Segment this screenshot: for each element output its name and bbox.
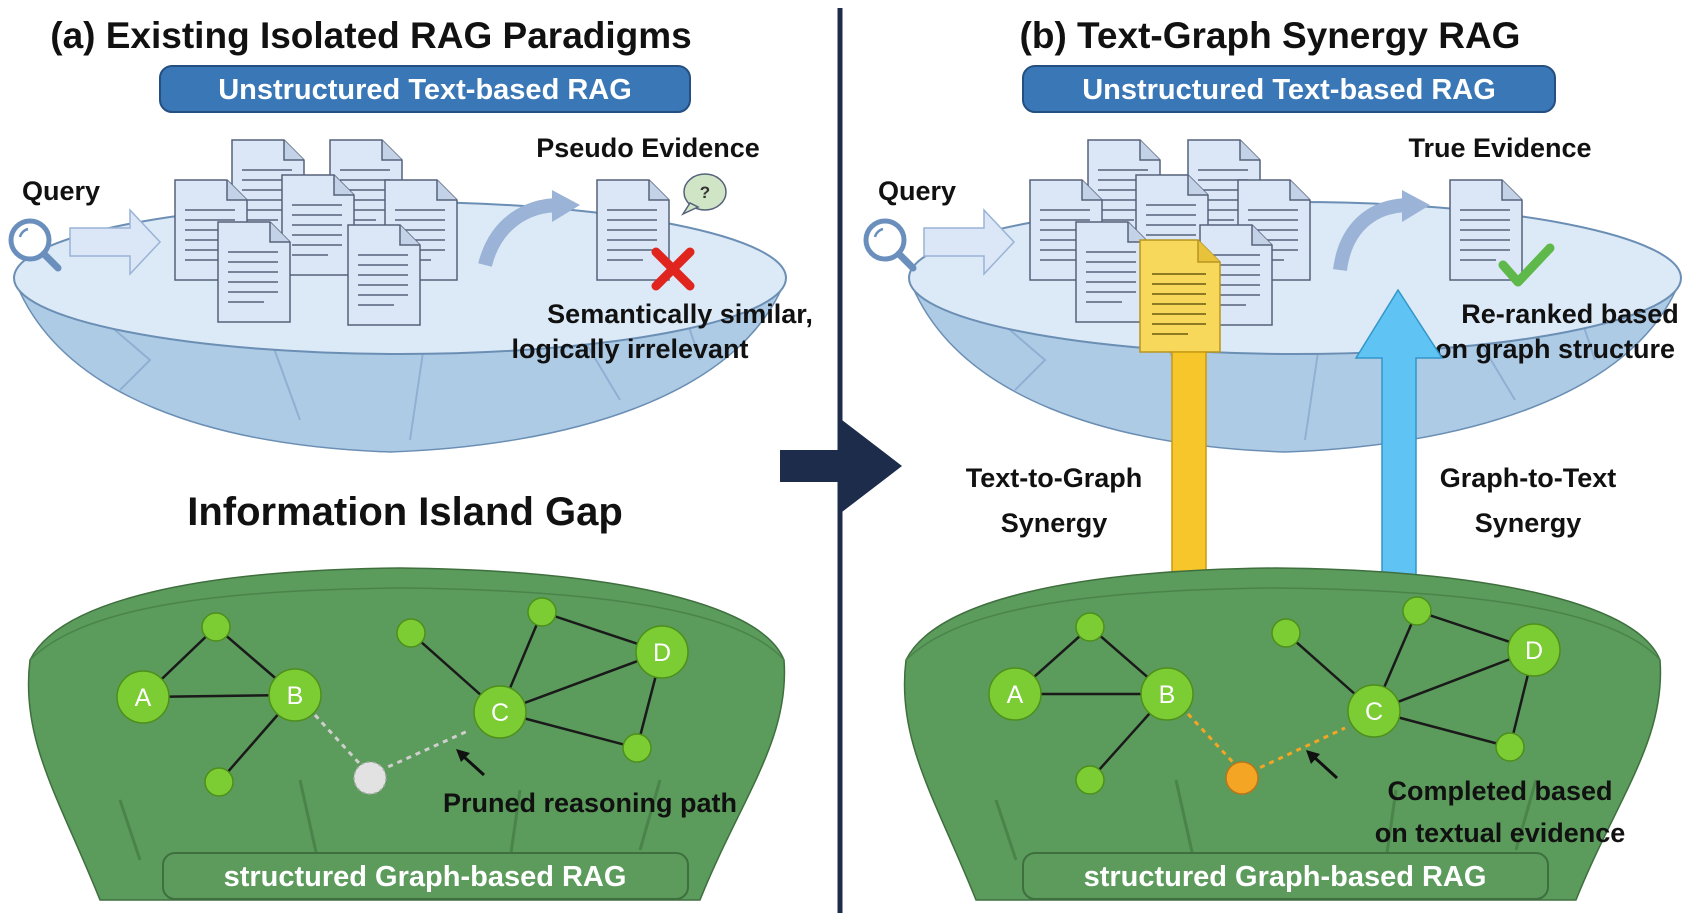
pseudo-evidence-label: Pseudo Evidence: [536, 133, 760, 163]
left-curve-arrow-head: [552, 190, 580, 222]
graph-to-text-label-line1: Graph-to-Text: [1440, 463, 1617, 493]
text-to-graph-label-line2: Synergy: [1001, 508, 1108, 538]
right-text-rag-label: Unstructured Text-based RAG: [1082, 74, 1496, 106]
svg-text:D: D: [1525, 637, 1543, 665]
pseudo-evidence-document-icon: [596, 179, 670, 281]
right-node-d: D: [1507, 623, 1561, 677]
left-query-arrow: [69, 208, 162, 276]
left-curve-arrow: [478, 198, 561, 267]
question-bubble-icon: ?: [680, 173, 727, 216]
right-curve-arrow-head: [1402, 190, 1430, 222]
left-panel: (a) Existing Isolated RAG Paradigms Unst…: [11, 15, 813, 902]
true-evidence-document-icon: [1449, 179, 1523, 281]
pruned-path-pointer-arrow: [456, 749, 486, 777]
svg-text:D: D: [653, 639, 671, 667]
right-query-label: Query: [878, 176, 956, 206]
right-panel: (b) Text-Graph Synergy RAG Unstructured …: [866, 15, 1682, 902]
right-title: (b) Text-Graph Synergy RAG: [1020, 15, 1521, 56]
red-cross-icon: [651, 247, 695, 291]
left-node-d: D: [635, 625, 689, 679]
left-graph: A B C D: [116, 597, 689, 797]
left-text-rag-pill: Unstructured Text-based RAG: [159, 65, 691, 113]
right-graph-rag-label: structured Graph-based RAG: [1084, 861, 1487, 893]
left-node-b: B: [268, 668, 322, 722]
svg-text:A: A: [135, 684, 152, 712]
pruned-reasoning-label: Pruned reasoning path: [443, 788, 737, 818]
right-text-rag-pill: Unstructured Text-based RAG: [1022, 65, 1556, 113]
svg-text:B: B: [287, 682, 304, 710]
right-curve-arrow: [1333, 198, 1411, 272]
left-title: (a) Existing Isolated RAG Paradigms: [50, 15, 691, 56]
svg-text:C: C: [491, 699, 509, 727]
left-node-c: C: [473, 685, 527, 739]
highlighted-document-icon: [1139, 239, 1221, 353]
svg-text:A: A: [1007, 681, 1024, 709]
right-graph-rag-pill: structured Graph-based RAG: [1022, 852, 1549, 900]
right-graph: A B C D: [988, 596, 1561, 795]
text-to-graph-label-line1: Text-to-Graph: [966, 463, 1143, 493]
right-graph-island: [902, 566, 1662, 902]
completed-pointer-arrow: [1306, 750, 1339, 780]
pruned-node: [353, 761, 387, 795]
information-island-gap-label: Information Island Gap: [187, 490, 623, 534]
green-check-icon: [1498, 243, 1555, 287]
left-search-icon: [11, 221, 58, 268]
left-query-label: Query: [22, 176, 100, 206]
left-node-a: A: [116, 670, 170, 724]
semantic-caption-line2: logically irrelevant: [511, 334, 748, 364]
right-node-c: C: [1347, 684, 1401, 738]
right-search-icon: [866, 221, 913, 268]
completed-node: [1225, 761, 1259, 795]
right-node-b: B: [1140, 667, 1194, 721]
right-node-a: A: [988, 667, 1042, 721]
completed-label-line2: on textual evidence: [1375, 818, 1626, 848]
left-graph-island: [26, 566, 786, 902]
completed-label-line1: Completed based: [1387, 776, 1612, 806]
true-evidence-label: True Evidence: [1408, 133, 1591, 163]
left-text-rag-label: Unstructured Text-based RAG: [218, 74, 632, 106]
transition-arrow: [780, 420, 902, 512]
svg-text:C: C: [1365, 698, 1383, 726]
rerank-label-line1: Re-ranked based: [1461, 299, 1679, 329]
semantic-caption-line1: Semantically similar,: [547, 299, 813, 329]
left-graph-rag-label: structured Graph-based RAG: [224, 861, 627, 893]
rerank-label-line2: on graph structure: [1435, 334, 1675, 364]
right-query-arrow: [923, 208, 1016, 276]
question-mark: ?: [700, 183, 710, 202]
left-graph-rag-pill: structured Graph-based RAG: [162, 852, 689, 900]
svg-text:B: B: [1159, 681, 1176, 709]
graph-to-text-label-line2: Synergy: [1475, 508, 1582, 538]
